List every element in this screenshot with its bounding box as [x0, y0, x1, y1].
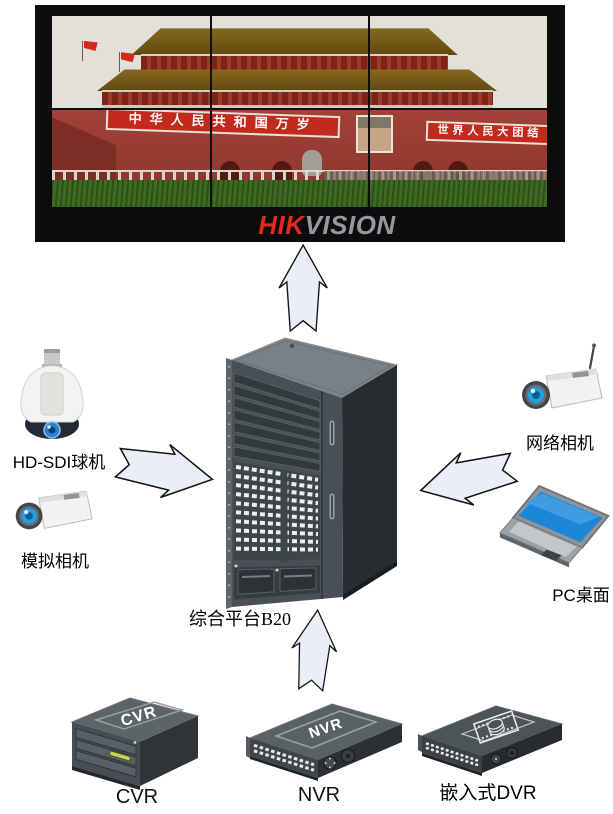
- label-cjk: 桌面: [575, 586, 610, 605]
- flag-pole: [81, 40, 84, 61]
- hikvision-logo: HIKVISION: [62, 210, 592, 242]
- label-latin: PC: [552, 586, 576, 605]
- embedded-dvr-label: 嵌入式DVR: [424, 778, 552, 805]
- stone-lion: [301, 149, 322, 177]
- platform-label: 综合平台B20: [188, 609, 291, 629]
- label-latin: HD-SDI: [12, 453, 72, 472]
- analog-box-camera: [15, 490, 93, 530]
- hd-sdi-dome-camera: [20, 349, 84, 439]
- analog-camera-label: 模拟相机: [21, 552, 89, 571]
- arrow-left-icon: [419, 452, 519, 506]
- arrow-up-icon: [278, 243, 328, 333]
- pc-desktop-label: PC桌面: [540, 581, 613, 606]
- filmstrip-icon: [472, 710, 520, 744]
- red-flag-icon: [120, 52, 135, 63]
- logo-hik: HIK: [258, 210, 305, 240]
- scene-crowd: [324, 170, 547, 181]
- scene-upper-colonnade: [141, 54, 448, 73]
- nvr-label: NVR: [297, 784, 341, 806]
- arrow-right-icon: [113, 443, 214, 499]
- scene-railing: [101, 104, 493, 110]
- label-cjk: 球机: [71, 453, 106, 472]
- scene-hedge: [52, 180, 547, 207]
- scene-lower-colonnade: [101, 90, 493, 109]
- video-wall-screen: 中华人民共和国万岁 世界人民大团结: [52, 16, 547, 207]
- portrait: [356, 115, 394, 153]
- network-camera-label: 网络相机: [526, 434, 594, 453]
- hd-sdi-dome-label: HD-SDI球机: [0, 448, 118, 473]
- cvr-device: CVR: [70, 697, 200, 790]
- network-camera: [522, 343, 603, 409]
- video-wall: 中华人民共和国万岁 世界人民大团结 HIKVISION: [35, 5, 565, 242]
- flag-pole: [118, 52, 121, 73]
- red-flag-icon: [83, 40, 98, 51]
- embedded-dvr-device: [418, 705, 564, 776]
- platform-rack: [226, 337, 399, 609]
- scene-upper-roof: [131, 28, 458, 56]
- scene-lower-roof: [96, 69, 498, 92]
- wall-grid-line-vertical: [210, 16, 212, 207]
- wall-grid-line-horizontal: [52, 108, 547, 110]
- arrow-up-icon: [291, 608, 338, 693]
- pc-laptop: [499, 484, 610, 568]
- cvr-label: CVR: [115, 786, 159, 808]
- logo-vision: VISION: [304, 210, 396, 240]
- wall-grid-line-vertical: [368, 16, 370, 207]
- label-latin: DVR: [496, 783, 537, 804]
- label-cjk: 嵌入式: [439, 783, 497, 804]
- nvr-device: NVR: [246, 703, 404, 781]
